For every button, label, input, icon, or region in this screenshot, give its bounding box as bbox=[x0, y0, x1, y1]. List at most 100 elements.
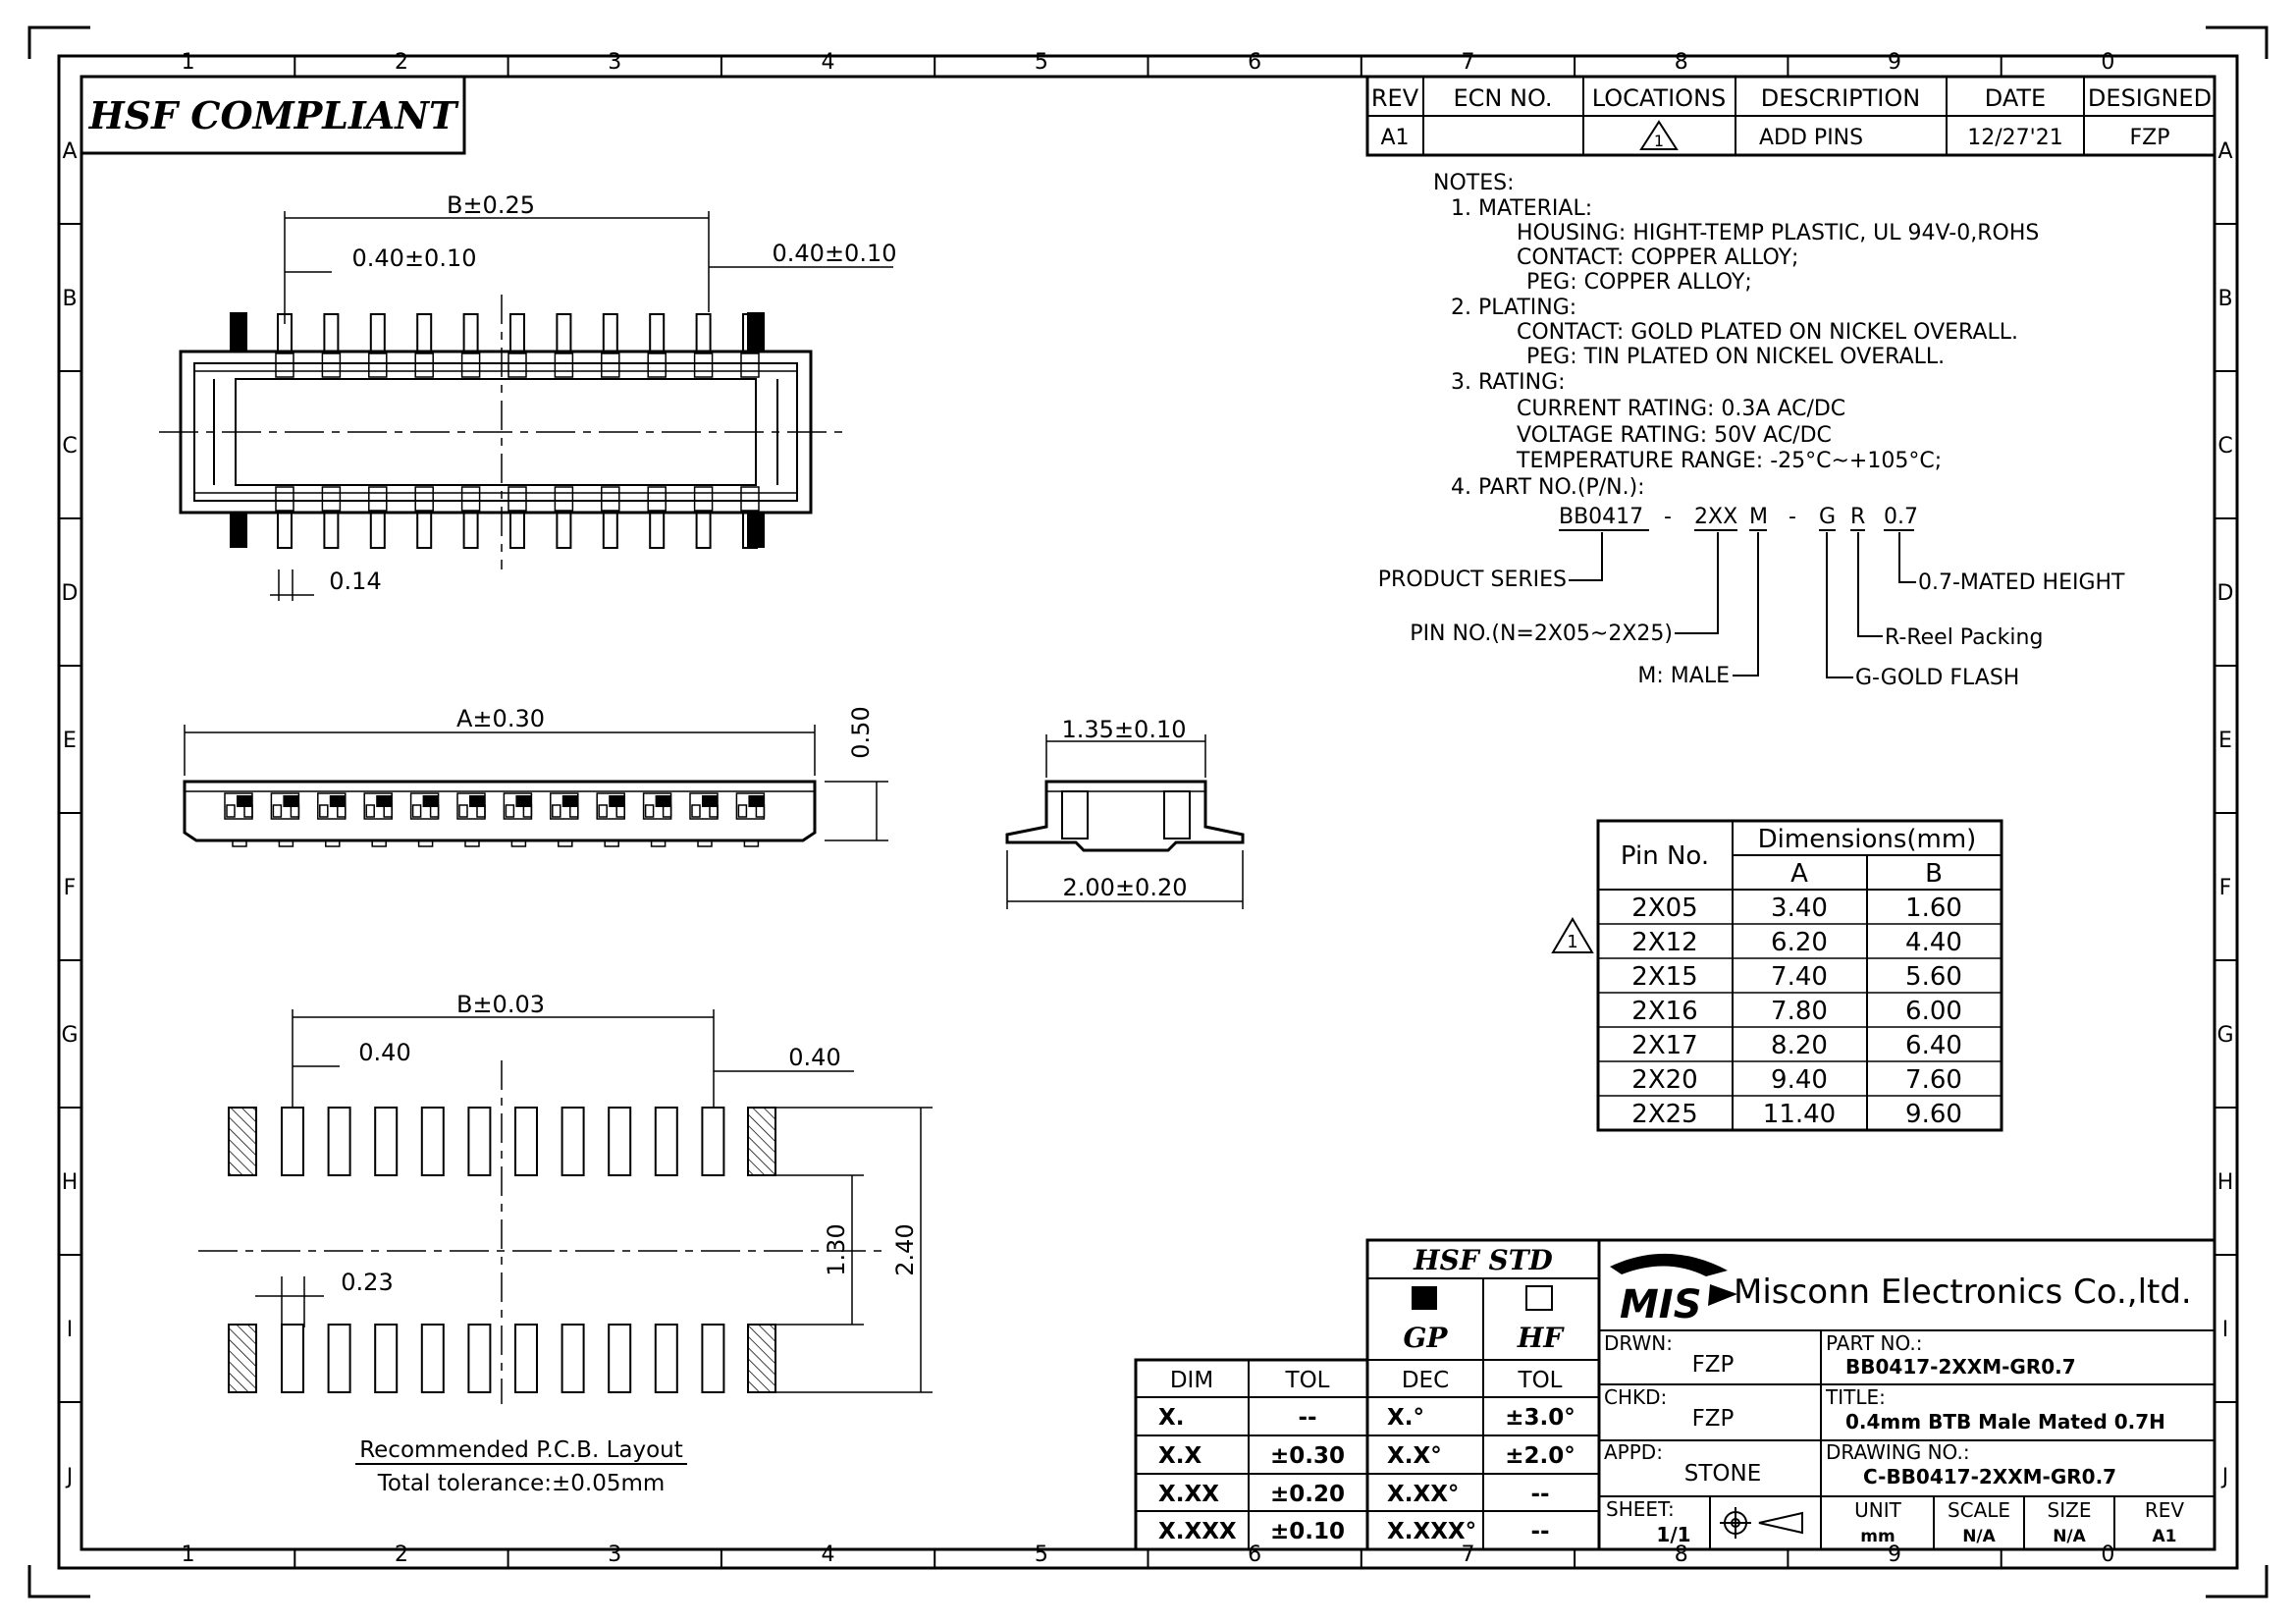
gp-filled-square-icon bbox=[1412, 1286, 1437, 1310]
pcb-caption: Recommended P.C.B. Layout bbox=[359, 1437, 683, 1463]
top-contact bbox=[323, 313, 340, 352]
hsf-tol: ±2.0° bbox=[1505, 1443, 1575, 1469]
note-line: CONTACT: COPPER ALLOY; bbox=[1517, 245, 1798, 270]
side-contact-window bbox=[319, 804, 329, 818]
side-contact-tail bbox=[464, 839, 480, 847]
size-label: SIZE bbox=[2048, 1498, 2092, 1522]
hsf-std-block: HSF STD GP HF DEC TOL X.° ±3.0° X.X° ±2.… bbox=[1365, 1238, 1601, 1551]
dims-pin: 2X15 bbox=[1631, 962, 1697, 992]
pcb-dim-total: 2.40 bbox=[891, 1223, 919, 1275]
note-line: VOLTAGE RATING: 50V AC/DC bbox=[1517, 423, 1832, 448]
scale-label: SCALE bbox=[1948, 1498, 2010, 1522]
dims-pin: 2X20 bbox=[1631, 1065, 1697, 1095]
drawing-no-value: C-BB0417-2XXM-GR0.7 bbox=[1863, 1465, 2116, 1489]
pcb-signal-pad bbox=[608, 1324, 632, 1393]
tol-dim: X.XXX bbox=[1158, 1519, 1237, 1544]
note-line: 4. PART NO.(P/N.): bbox=[1451, 475, 1645, 500]
side-contact-tab bbox=[561, 795, 578, 807]
table-row: 2X25 11.40 9.60 bbox=[1631, 1100, 1962, 1129]
dims-b: 4.40 bbox=[1905, 928, 1962, 957]
dims-header-pin: Pin No. bbox=[1621, 841, 1709, 871]
pcb-peg-pad bbox=[228, 1324, 257, 1393]
part-number-breakdown: BB0417 - 2XX M - G R 0.7 PRODUCT SERIES … bbox=[1378, 505, 2125, 690]
dims-b: 6.00 bbox=[1905, 997, 1962, 1026]
side-contact-tab bbox=[655, 795, 671, 807]
tol-header-tol: TOL bbox=[1285, 1368, 1330, 1393]
top-dim-b: B±0.25 bbox=[447, 191, 535, 219]
zone-ticks bbox=[59, 56, 2237, 1568]
note-line: CONTACT: GOLD PLATED ON NICKEL OVERALL. bbox=[1517, 320, 2018, 345]
top-contact bbox=[462, 313, 479, 352]
side-contact-window bbox=[476, 804, 486, 818]
pcb-signal-pad bbox=[467, 1324, 492, 1393]
side-contact-tail bbox=[558, 839, 573, 847]
zone-row-label: D bbox=[62, 581, 79, 606]
bottom-contact bbox=[509, 512, 525, 549]
revision-table: REV ECN NO. LOCATIONS DESCRIPTION DATE D… bbox=[1365, 75, 2216, 157]
pcb-signal-pad bbox=[374, 1107, 399, 1176]
pcb-signal-pad bbox=[327, 1107, 351, 1176]
checked-value: FZP bbox=[1692, 1406, 1735, 1432]
peg-bottom bbox=[230, 513, 247, 548]
pcb-signal-pad bbox=[608, 1107, 632, 1176]
top-dim-pitch: 0.40±0.10 bbox=[352, 244, 477, 272]
side-contact-window bbox=[615, 804, 625, 818]
contact-slot bbox=[740, 352, 760, 378]
top-contact bbox=[602, 313, 618, 352]
zone-row-label: H bbox=[2217, 1170, 2234, 1195]
projection-symbol-icon bbox=[1720, 1507, 1803, 1539]
note-line: CURRENT RATING: 0.3A AC/DC bbox=[1517, 397, 1845, 421]
side-contact-tail bbox=[325, 839, 341, 847]
pn-label-height: 0.7-MATED HEIGHT bbox=[1918, 570, 2125, 595]
pcb-layout-drawing: B±0.03 0.40 0.40 0.23 1.30 2.40 Recommen… bbox=[198, 991, 933, 1496]
side-contact-window bbox=[226, 804, 236, 818]
top-contact bbox=[649, 313, 666, 352]
part-no-value: BB0417-2XXM-GR0.7 bbox=[1845, 1355, 2076, 1379]
zone-row-label: D bbox=[2217, 581, 2234, 606]
sheet-label: SHEET: bbox=[1606, 1497, 1675, 1521]
title-label: TITLE: bbox=[1825, 1385, 1886, 1409]
note-line: PEG: TIN PLATED ON NICKEL OVERALL. bbox=[1526, 345, 1945, 369]
side-contact-window bbox=[429, 804, 440, 818]
dims-a: 11.40 bbox=[1763, 1100, 1836, 1129]
side-contact-tab bbox=[702, 795, 718, 807]
pcb-signal-pad bbox=[561, 1324, 585, 1393]
pn-gold: G bbox=[1819, 505, 1836, 529]
side-contact-window bbox=[383, 804, 393, 818]
side-contact-window bbox=[709, 804, 719, 818]
zone-row-label: G bbox=[61, 1023, 78, 1048]
zone-row-label: H bbox=[62, 1170, 79, 1195]
title-value: 0.4mm BTB Male Mated 0.7H bbox=[1845, 1410, 2165, 1434]
dims-b: 6.40 bbox=[1905, 1031, 1962, 1060]
pcb-signal-pad bbox=[654, 1107, 678, 1176]
hsf-dec: X.° bbox=[1387, 1405, 1424, 1431]
zone-column-label: 2 bbox=[395, 50, 408, 75]
zone-column-label: 6 bbox=[1248, 50, 1261, 75]
dims-b: 5.60 bbox=[1905, 962, 1962, 992]
pn-label-flash: G-GOLD FLASH bbox=[1855, 666, 2019, 690]
crop-marks bbox=[27, 26, 2269, 1598]
dimensions-table: Pin No. Dimensions(mm) A B 2X05 3.40 1.6… bbox=[1551, 819, 2003, 1132]
revision-triangle-icon bbox=[1639, 120, 1679, 150]
dims-pin: 2X12 bbox=[1631, 928, 1697, 957]
notes: NOTES: 1. MATERIAL: HOUSING: HIGHT-TEMP … bbox=[1433, 171, 2039, 500]
bottom-contact bbox=[602, 512, 618, 549]
pcb-signal-pad bbox=[514, 1324, 538, 1393]
pn-male: M bbox=[1749, 505, 1768, 529]
end-view-drawing: 1.35±0.10 2.00±0.20 bbox=[1005, 716, 1245, 909]
table-row: 2X16 7.80 6.00 bbox=[1631, 997, 1962, 1026]
dims-b: 7.60 bbox=[1905, 1065, 1962, 1095]
compliance-box: HSF COMPLIANT bbox=[80, 75, 466, 155]
pn-dash: - bbox=[1664, 505, 1672, 529]
zone-column-label: 8 bbox=[1675, 50, 1688, 75]
side-view-drawing: A±0.30 0.50 bbox=[183, 705, 888, 847]
notes-title: NOTES: bbox=[1433, 171, 1515, 195]
zone-row-label: J bbox=[2220, 1465, 2229, 1489]
rev-location: 1 bbox=[1654, 132, 1664, 150]
dims-a: 3.40 bbox=[1771, 893, 1828, 923]
zone-row-label: B bbox=[2217, 287, 2232, 311]
zone-row-label: E bbox=[2218, 729, 2232, 753]
zone-row-label: F bbox=[64, 876, 77, 900]
contact-slot bbox=[601, 486, 620, 512]
side-contact-window bbox=[569, 804, 579, 818]
